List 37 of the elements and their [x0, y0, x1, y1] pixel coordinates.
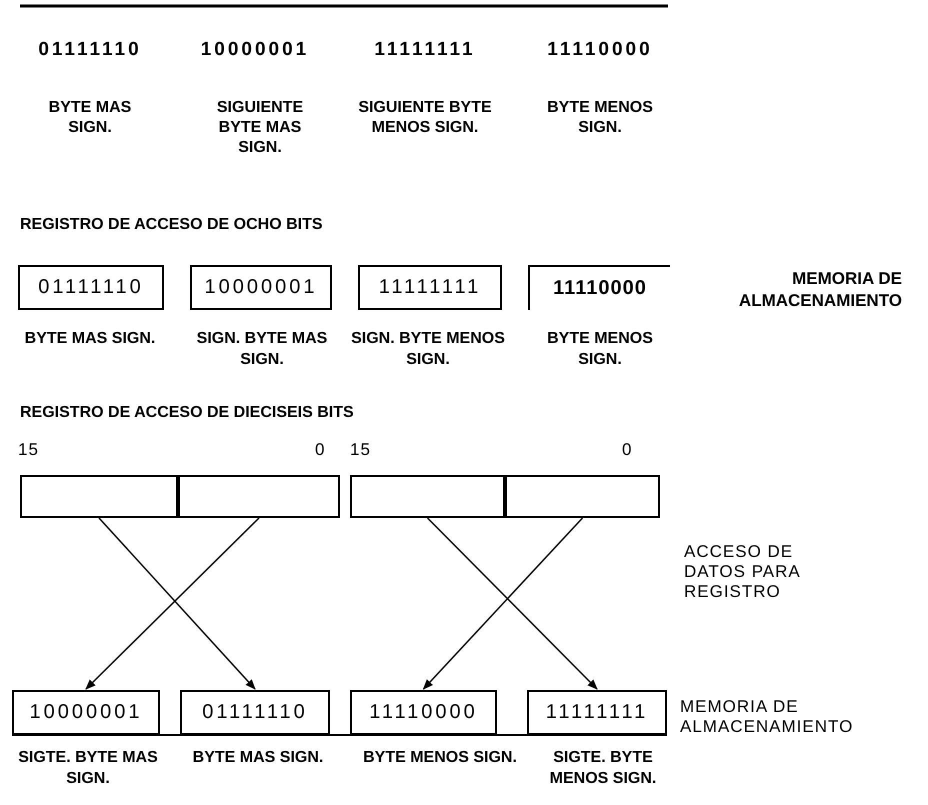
register-box — [20, 475, 178, 518]
memory-box: 11111111 — [358, 265, 502, 310]
byte-caption: BYTE MAS SIGN. — [192, 748, 324, 768]
binary-value: 11111111 — [373, 40, 477, 60]
byte-description: SIGUIENTE BYTE MAS SIGN. — [216, 98, 304, 158]
binary-value: 01111110 — [37, 40, 143, 60]
bit-number: 15 — [350, 440, 372, 460]
memory-box: 11110000 — [350, 690, 497, 735]
section-heading: REGISTRO DE ACCESO DE OCHO BITS — [20, 215, 324, 235]
byte-caption: BYTE MENOS SIGN. — [546, 329, 654, 370]
access-description: ACCESO DE DATOS PARA REGISTRO — [684, 542, 801, 602]
memory-box: 11111111 — [527, 690, 667, 735]
bit-number: 0 — [315, 440, 326, 460]
register-box — [505, 475, 660, 518]
memory-box: 01111110 — [18, 265, 164, 310]
byte-description: BYTE MAS SIGN. — [48, 98, 132, 138]
binary-value: 11110000 — [546, 40, 654, 60]
byte-description: SIGUIENTE BYTE MENOS SIGN. — [357, 98, 493, 138]
memory-label: MEMORIA DE ALMACENAMIENTO — [738, 268, 902, 312]
register-box — [350, 475, 505, 518]
memory-box: 01111110 — [180, 690, 330, 735]
byte-caption: BYTE MENOS SIGN. — [362, 748, 518, 768]
bit-number: 0 — [622, 440, 634, 460]
byte-caption: BYTE MAS SIGN. — [24, 329, 156, 349]
register-box — [178, 475, 340, 518]
memory-label: MEMORIA DE ALMACENAMIENTO — [680, 697, 854, 737]
byte-caption: SIGTE. BYTE MENOS SIGN. — [548, 748, 658, 789]
byte-caption: SIGN. BYTE MAS SIGN. — [196, 329, 328, 370]
byte-caption: SIGN. BYTE MENOS SIGN. — [350, 329, 506, 370]
byte-caption: SIGTE. BYTE MAS SIGN. — [17, 748, 159, 789]
memory-box: 10000001 — [12, 690, 160, 735]
byte-description: BYTE MENOS SIGN. — [546, 98, 654, 138]
memory-box: 10000001 — [190, 265, 332, 310]
section-heading: REGISTRO DE ACCESO DE DIECISEIS BITS — [20, 403, 355, 423]
binary-value: 10000001 — [200, 40, 310, 60]
memory-box: 11110000 — [528, 265, 670, 310]
bit-number: 15 — [18, 440, 40, 460]
